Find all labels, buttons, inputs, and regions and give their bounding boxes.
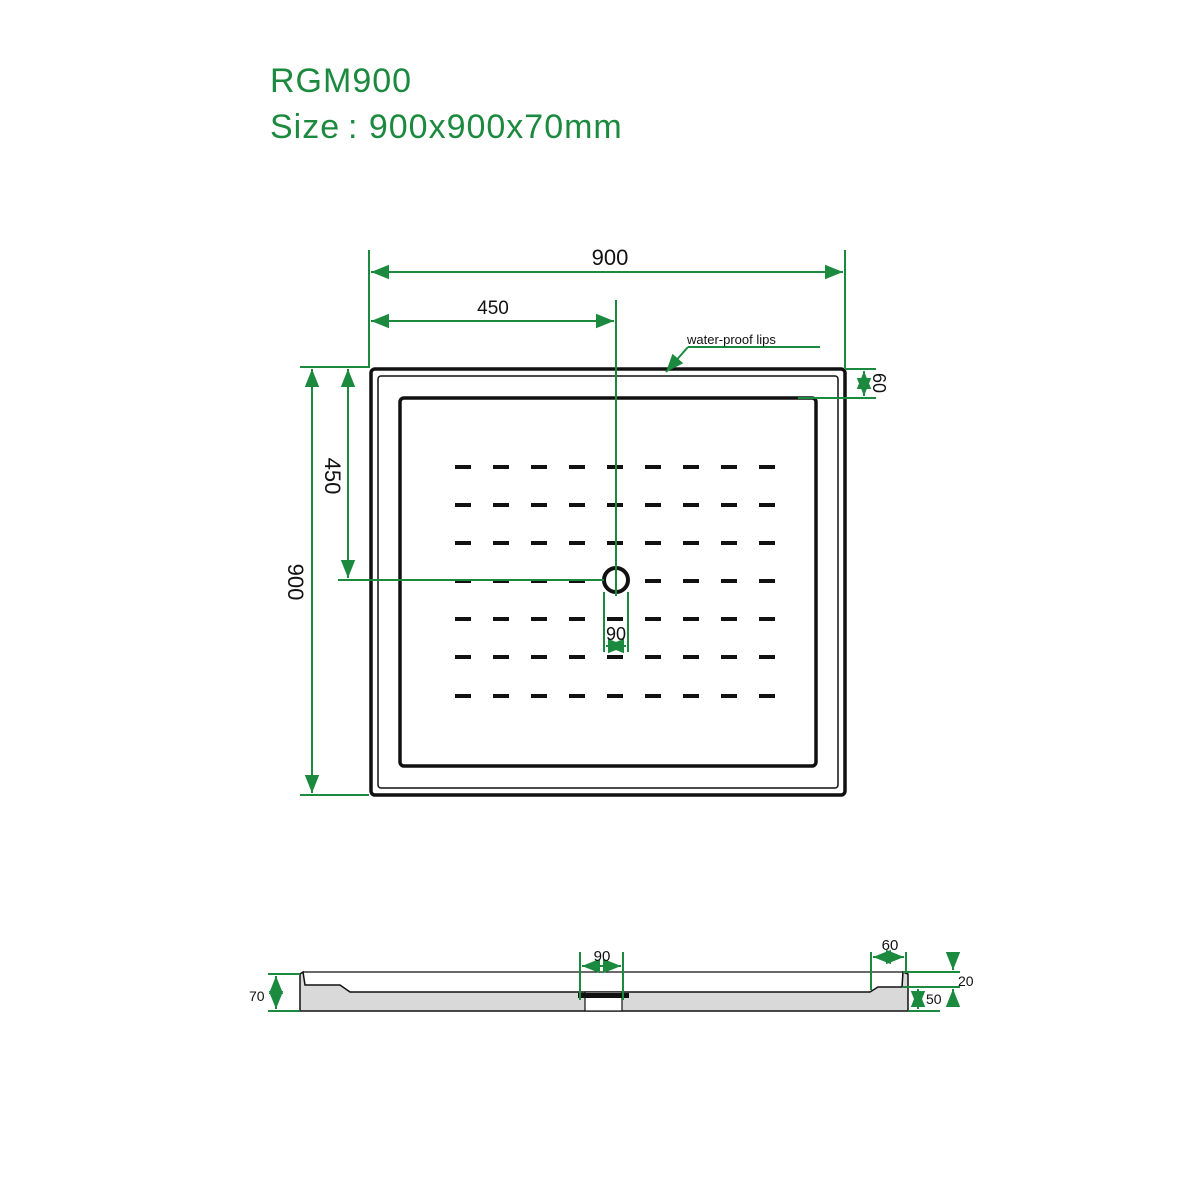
lip-leader-arrow [665,346,689,373]
section-total-height-dimension: 70 [249,973,300,1012]
groove-dash [455,541,471,545]
groove-dash [493,617,509,621]
half-height-label: 450 [320,458,345,495]
tray-inner-edge [377,375,839,789]
groove-dash [721,579,737,583]
groove-dash [683,655,699,659]
groove-dash [531,617,547,621]
groove-dash [569,541,585,545]
groove-dash [645,655,661,659]
groove-dash [531,655,547,659]
groove-dash [721,655,737,659]
groove-dash [455,503,471,507]
groove-dash [455,694,471,698]
groove-dash [607,694,623,698]
height-dimension: 900 [283,366,369,796]
half-width-label: 450 [477,298,509,319]
section-lip-label: 60 [882,937,899,954]
groove-dash [455,655,471,659]
groove-dash [531,503,547,507]
section-lip-height-label: 20 [958,973,974,989]
section-lip-height-dimension: 20 [903,952,974,1007]
groove-dash [493,694,509,698]
groove-dash [759,503,775,507]
groove-dash [645,694,661,698]
lip-callout: water-proof lips [665,332,820,373]
model-title: RGM900 [270,62,413,100]
width-dimension: 900 [368,245,846,368]
groove-dash [645,579,661,583]
lip-label: 60 [869,373,889,393]
half-width-dimension: 450 [371,298,617,596]
lip-width-dimension: 60 [798,368,889,399]
groove-dash [721,617,737,621]
drain-dimension: 90 [603,592,629,654]
groove-dash [645,503,661,507]
section-drain-label: 90 [594,948,611,965]
groove-dash [759,541,775,545]
groove-dash [683,579,699,583]
groove-dash [531,694,547,698]
section-total-height-label: 70 [249,988,265,1004]
groove-dash [569,465,585,469]
groove-dash [759,694,775,698]
groove-dash [493,465,509,469]
section-inner-height-dimension: 50 [908,989,942,1012]
groove-dash [683,617,699,621]
size-title: Size : 900x900x70mm [270,108,623,146]
groove-dash [759,579,775,583]
groove-dash [569,503,585,507]
groove-dash [569,694,585,698]
groove-dash [455,465,471,469]
groove-dash [493,503,509,507]
groove-dash [531,465,547,469]
section-inner-height-label: 50 [926,991,942,1007]
tray-outer-edge [369,367,847,797]
groove-dash [721,503,737,507]
half-height-dimension: 450 [320,369,604,581]
drain-label: 90 [606,624,626,644]
groove-dash [683,465,699,469]
groove-dash [721,694,737,698]
groove-dash [645,617,661,621]
groove-dash [531,541,547,545]
groove-dash [645,541,661,545]
section-lip-dimension: 60 [870,937,907,990]
lip-note: water-proof lips [686,332,776,347]
groove-dash [607,617,623,621]
tray-section [299,970,909,1012]
groove-dash [607,655,623,659]
groove-dash [493,541,509,545]
groove-dash [683,694,699,698]
groove-dash [455,617,471,621]
section-drain-flange [578,993,629,998]
tray-plan [369,367,847,797]
groove-dash [721,465,737,469]
tray-basin [398,396,818,768]
groove-dash [759,465,775,469]
groove-dash [683,503,699,507]
width-label: 900 [592,245,629,270]
groove-dash [759,655,775,659]
section-drain-dimension: 90 [579,948,624,1000]
height-label: 900 [283,564,308,601]
groove-dash [683,541,699,545]
groove-dash [569,617,585,621]
groove-dash [645,465,661,469]
groove-dash [569,655,585,659]
groove-dash [759,617,775,621]
groove-dash [721,541,737,545]
groove-dash [493,655,509,659]
